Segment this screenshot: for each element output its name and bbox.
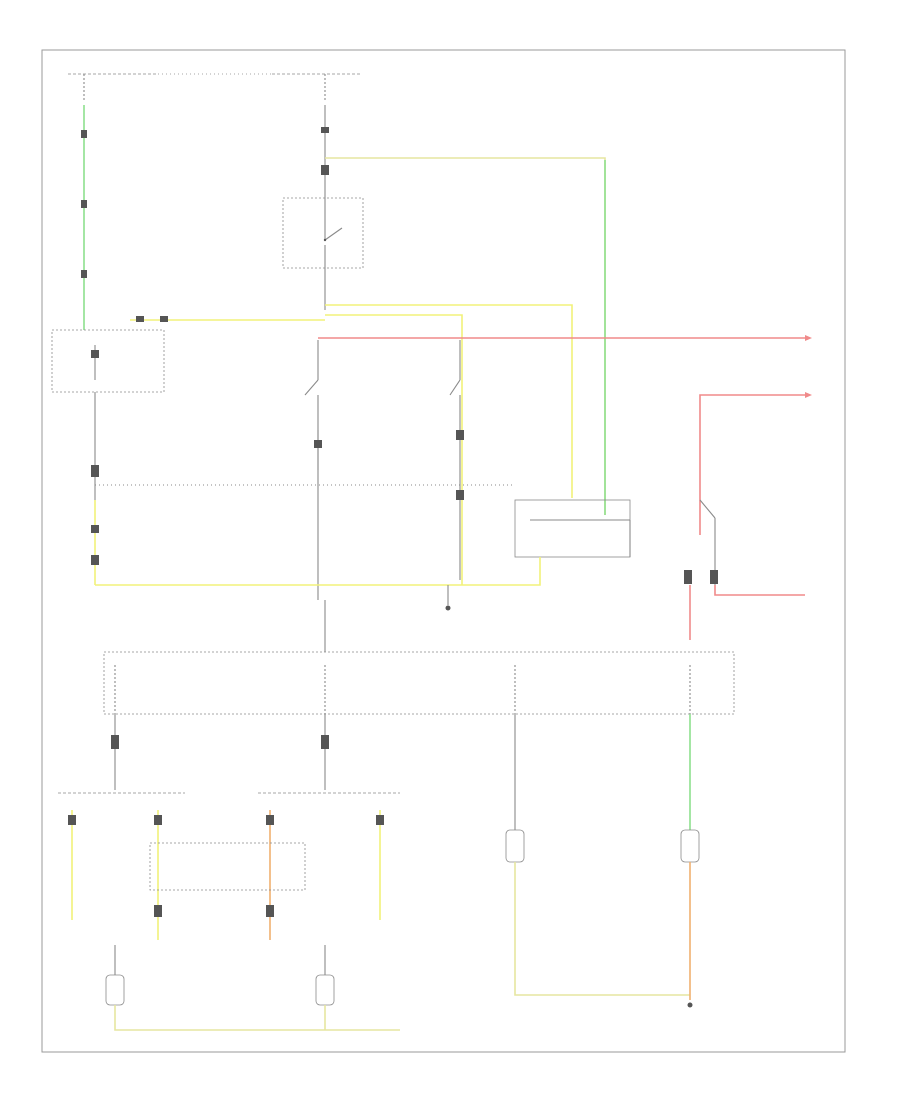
left-fuse-circuit xyxy=(81,74,87,330)
yellow-bus xyxy=(130,304,573,585)
diagram-frame xyxy=(41,49,846,1053)
lower-feeds xyxy=(111,714,691,830)
door-switch xyxy=(684,499,718,585)
middle-ground xyxy=(445,585,451,611)
front-lamp-box xyxy=(149,842,306,917)
lower-bus xyxy=(58,792,400,940)
junction-box xyxy=(103,600,735,715)
middle-switches xyxy=(304,340,464,600)
bottom-lamps xyxy=(105,945,400,1031)
light-switch xyxy=(282,197,364,310)
red-wires xyxy=(318,335,812,640)
right-lamps xyxy=(505,829,700,1008)
dimmer-relay xyxy=(325,499,631,586)
right-fuse-circuit xyxy=(321,74,606,515)
headlight-switch xyxy=(51,329,165,393)
left-lower-circuit xyxy=(91,392,515,586)
